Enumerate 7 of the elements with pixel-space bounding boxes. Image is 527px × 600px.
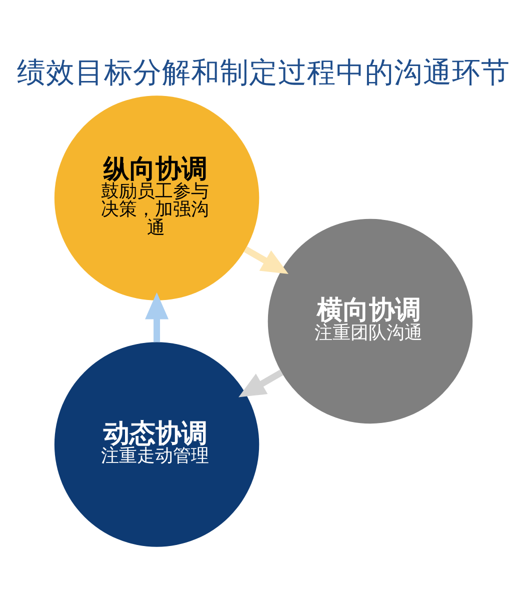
- node-circle: 纵向协调 鼓励员工参与决策，加强沟通: [54, 95, 260, 300]
- arrow: [238, 369, 284, 397]
- arrow: [145, 292, 169, 342]
- node-circle: 横向协调 注重团队沟通: [268, 218, 473, 424]
- node-circle: 动态协调 注重走动管理: [54, 342, 260, 546]
- arrow: [244, 246, 288, 274]
- diagram-title: 绩效目标分解和制定过程中的沟通环节: [17, 56, 510, 89]
